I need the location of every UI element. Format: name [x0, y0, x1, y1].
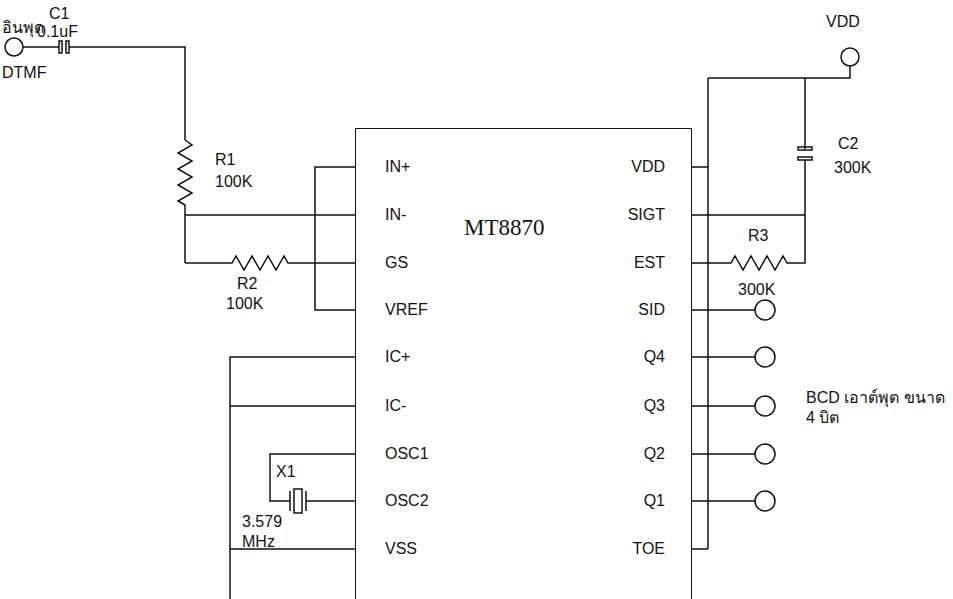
output-terminal	[755, 396, 775, 416]
crystal-symbol	[294, 489, 302, 513]
component-value: 300K	[738, 280, 775, 300]
output-terminal	[755, 347, 775, 367]
pin-name: SIGT	[628, 205, 665, 225]
pin-name: EST	[634, 253, 665, 273]
pin-name: Q2	[644, 444, 665, 464]
input-terminal	[5, 38, 23, 56]
pin-name: IC-	[385, 396, 406, 416]
pin-name: SID	[638, 300, 665, 320]
pin-name: Q3	[644, 396, 665, 416]
component-name: R2	[237, 274, 257, 294]
component-name: C1	[49, 4, 69, 24]
capacitor-symbol	[66, 41, 69, 53]
capacitor-symbol	[59, 41, 62, 53]
pin-name: VREF	[385, 300, 428, 320]
resistor-symbol	[185, 256, 355, 270]
resistor-symbol	[178, 140, 192, 263]
component-name: R1	[215, 150, 235, 170]
output-wire	[692, 310, 755, 501]
pin-name: IN+	[385, 157, 410, 177]
in-minus-wire	[185, 214, 355, 216]
pin-name: OSC2	[385, 491, 429, 511]
component-value: 300K	[834, 158, 871, 178]
wires	[5, 38, 859, 599]
input-wire	[23, 47, 185, 140]
pin-name: OSC1	[385, 444, 429, 464]
capacitor-symbol	[798, 147, 812, 150]
pin-name: Q1	[644, 491, 665, 511]
pin-name: IC+	[385, 347, 410, 367]
pin-name: Q4	[644, 347, 665, 367]
output-terminal	[755, 444, 775, 464]
oscillator-wire	[270, 454, 355, 501]
component-name: X1	[276, 462, 296, 482]
component-value: 100K	[215, 172, 252, 192]
resistor-symbol	[692, 215, 805, 270]
output-terminal	[755, 300, 775, 320]
in-plus-vref-wire	[315, 167, 355, 310]
pin-name: TOE	[632, 539, 665, 559]
crystal-plates	[290, 491, 306, 511]
pin-name: GS	[385, 253, 408, 273]
component-value: 3.579 MHz	[242, 512, 290, 552]
input-label: DTMF	[2, 63, 46, 83]
component-value: 100K	[226, 294, 263, 314]
pin-name: VDD	[631, 157, 665, 177]
output-terminal	[755, 491, 775, 511]
component-name: R3	[748, 226, 768, 246]
capacitor-symbol	[798, 157, 812, 160]
supply-label: VDD	[826, 12, 860, 32]
vdd-wire	[692, 66, 850, 549]
pin-name: IN-	[385, 205, 406, 225]
vdd-terminal	[841, 48, 859, 66]
output-label: BCD เอาต์พุต ขนาด 4 บิต	[806, 388, 946, 428]
pin-name: VSS	[385, 539, 417, 559]
ground-wire	[230, 357, 355, 599]
component-name: C2	[838, 134, 858, 154]
component-value: 0.1uF	[37, 22, 78, 42]
chip-name: MT8870	[464, 215, 545, 241]
sigt-wire	[692, 78, 805, 215]
